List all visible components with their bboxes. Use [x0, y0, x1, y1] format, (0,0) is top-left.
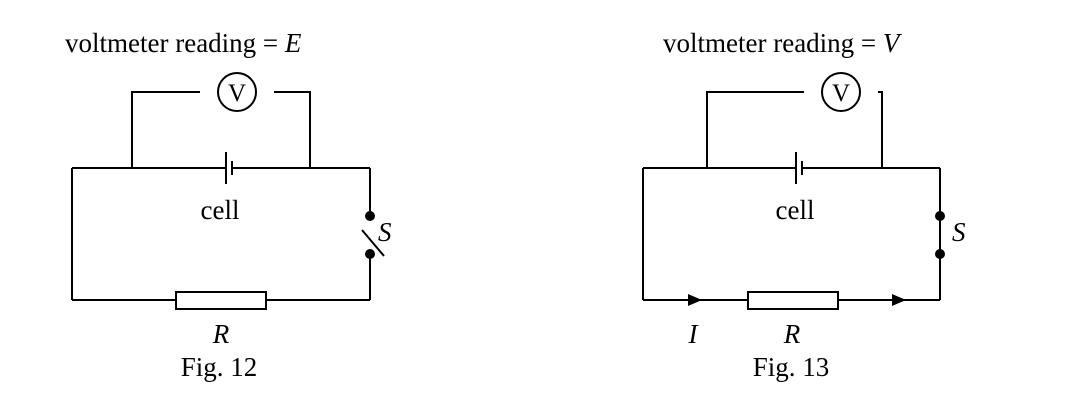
- fig12-voltmeter-lead-right: [274, 91, 311, 168]
- fig12-voltmeter: [217, 72, 257, 112]
- figure-12: voltmeter reading = E V cell S R Fig. 12: [65, 28, 392, 382]
- fig13-caption: Fig. 13: [753, 352, 830, 382]
- figure-13: voltmeter reading = V V cell S I R Fig. …: [642, 28, 966, 382]
- fig13-resistor-label: R: [783, 319, 801, 349]
- fig13-voltmeter-lead-left: [706, 91, 804, 168]
- fig13-current-arrow-left: [688, 294, 702, 306]
- fig13-voltmeter-label: voltmeter reading = V: [663, 28, 903, 58]
- fig12-resistor: [175, 291, 267, 310]
- fig12-voltmeter-label: voltmeter reading = E: [65, 28, 302, 58]
- fig12-switch-contact-top: [365, 211, 375, 221]
- fig13-resistor: [747, 291, 839, 310]
- fig12-switch-label: S: [378, 217, 392, 247]
- fig13-voltmeter: [821, 72, 861, 112]
- fig13-voltmeter-lead-right: [878, 91, 883, 168]
- fig13-current-arrow-right: [892, 294, 906, 306]
- fig12-switch-contact-bottom: [365, 249, 375, 259]
- fig13-switch-contact-top: [935, 211, 945, 221]
- fig12-cell-label: cell: [201, 195, 240, 225]
- fig12-resistor-label: R: [212, 319, 230, 349]
- fig12-switch-lever: [361, 229, 385, 257]
- fig13-switch-label: S: [952, 217, 966, 247]
- fig13-current-label: I: [688, 319, 700, 349]
- fig12-voltmeter-symbol: V: [228, 80, 246, 107]
- fig13-cell-label: cell: [776, 195, 815, 225]
- fig13-voltmeter-symbol: V: [832, 80, 850, 107]
- fig12-caption: Fig. 12: [181, 352, 258, 382]
- fig13-switch-contact-bottom: [935, 249, 945, 259]
- fig12-voltmeter-lead-left: [131, 91, 200, 168]
